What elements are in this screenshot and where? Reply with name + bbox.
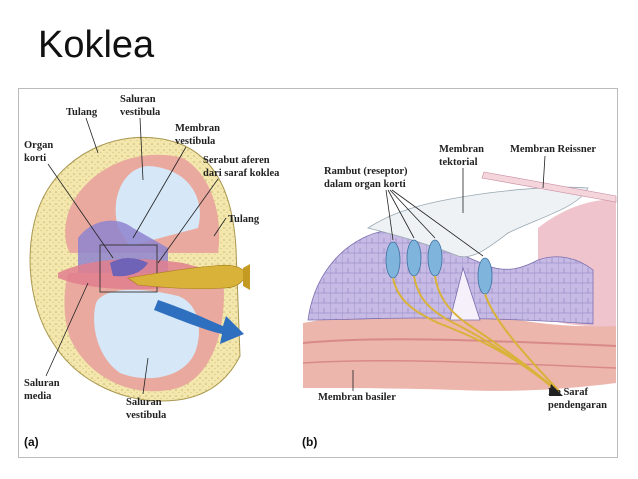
label-serabut-2: dari saraf koklea [203, 168, 280, 179]
label-tulang-top: Tulang [66, 107, 98, 118]
panel-b-tag: (b) [302, 435, 317, 449]
label-organ-korti-2: korti [24, 153, 46, 164]
cochlea-figure: Tulang Saluran vestibula Membran vestibu… [18, 88, 618, 458]
panel-b-leader-lines [352, 155, 546, 391]
slide-title: Koklea [38, 24, 155, 66]
label-membran-reissner: Membran Reissner [510, 144, 596, 155]
label-saluran-vestibula-top-1: Saluran [120, 94, 156, 105]
label-membran-basiler: Membran basiler [318, 392, 396, 403]
label-membran-tektorial-1: Membran [439, 144, 484, 155]
nerve-fibers [392, 275, 561, 393]
label-saluran-vestibula-bottom-2: vestibula [126, 410, 167, 421]
label-ke-saraf-2: pendengaran [548, 400, 607, 411]
hair-cells [385, 239, 493, 295]
panel-b [302, 171, 617, 396]
label-membran-vestibula-1: Membran [175, 123, 220, 134]
direction-arrow [154, 300, 244, 344]
label-saluran-vestibula-bottom-1: Saluran [126, 397, 162, 408]
label-saluran-media-1: Saluran [24, 378, 60, 389]
label-rambut-1: Rambut (reseptor) [324, 166, 408, 177]
basilar-tissue [303, 312, 616, 391]
label-saluran-vestibula-top-2: vestibula [120, 107, 161, 118]
tectorial-membrane [367, 186, 589, 258]
nerve-exit-arrow [549, 384, 563, 396]
label-membran-vestibula-2: vestibula [175, 136, 216, 147]
label-membran-tektorial-2: tektorial [439, 157, 478, 168]
label-organ-korti-1: Organ [24, 140, 53, 151]
tunnel-of-corti [449, 266, 481, 321]
label-tulang-right: Tulang [228, 214, 260, 225]
label-saluran-media-2: media [24, 391, 52, 402]
panel-a-leader-lines [45, 117, 227, 395]
label-serabut-1: Serabut aferen [203, 155, 270, 166]
panel-a [29, 136, 250, 402]
reissner-membrane [481, 171, 617, 203]
panel-a-tag: (a) [24, 435, 39, 449]
label-ke-saraf-1: Ke Saraf [548, 387, 588, 398]
organ-korti-box [99, 244, 158, 293]
supporting-cells [307, 229, 594, 325]
label-rambut-2: dalam organ korti [324, 179, 406, 190]
scala-vestibuli-upper [115, 166, 200, 246]
